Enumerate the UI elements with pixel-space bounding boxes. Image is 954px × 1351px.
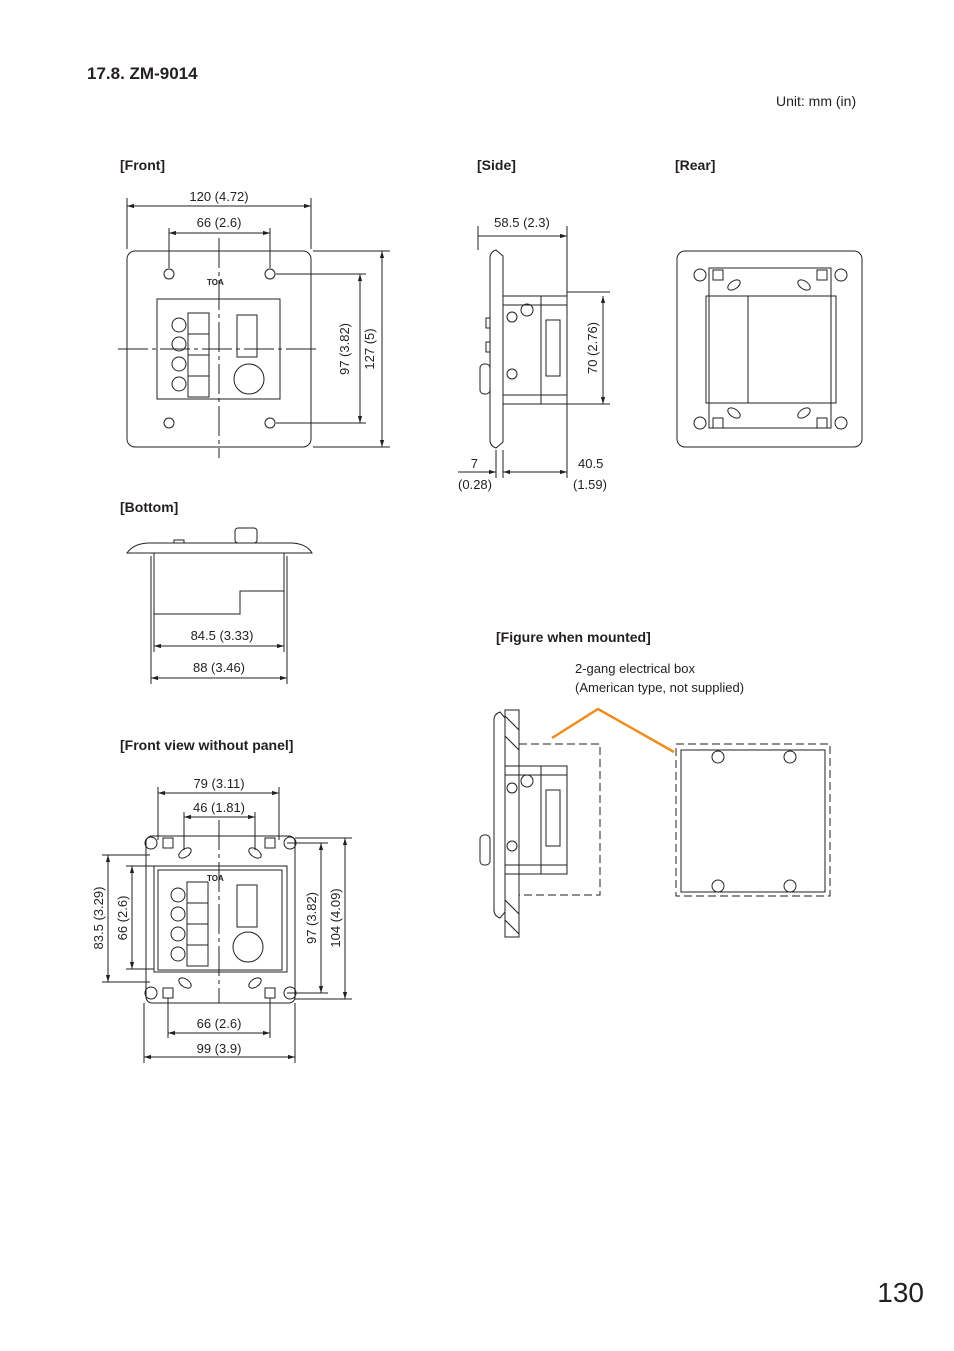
np-dip-switch <box>236 884 258 928</box>
bottom-body <box>153 552 285 615</box>
dim-np-right2: 104 (4.09) <box>328 888 343 947</box>
dim-np-bottom2: 99 (3.9) <box>197 1041 242 1056</box>
dim-front-inner-height: 97 (3.82) <box>337 323 352 375</box>
front-screw-hole <box>264 417 276 429</box>
rear-screw <box>834 416 848 430</box>
np-bracket <box>145 835 296 1004</box>
mounted-view-label: [Figure when mounted] <box>496 629 651 645</box>
front-screw-hole <box>163 417 175 429</box>
rear-screw <box>693 268 707 282</box>
front-dip-switch <box>236 314 258 358</box>
bottom-panel <box>126 542 313 554</box>
dim-side-panel-a: 7 <box>471 456 478 471</box>
dim-np-left2: 66 (2.6) <box>115 896 130 941</box>
side-screw <box>506 368 518 380</box>
rear-body <box>705 295 837 404</box>
side-knob <box>479 363 491 395</box>
rear-view-label: [Rear] <box>675 157 716 173</box>
mounted-box-side <box>519 743 601 896</box>
rear-screw <box>693 416 707 430</box>
mounted-leader-line <box>551 707 675 754</box>
unit-label: Unit: mm (in) <box>776 93 857 109</box>
dim-np-left1: 83.5 (3.29) <box>91 887 106 950</box>
np-brand: TOA <box>207 874 224 883</box>
mounted-body <box>504 765 568 875</box>
front-led <box>171 336 187 352</box>
front-screw-hole <box>163 268 175 280</box>
mounted-note-line2: (American type, not supplied) <box>575 680 744 695</box>
rear-view <box>676 250 863 448</box>
side-panel <box>489 249 504 449</box>
np-volume-knob <box>232 931 264 963</box>
dim-side-depth: 58.5 (2.3) <box>494 215 550 230</box>
side-body <box>502 295 568 405</box>
front-led <box>171 356 187 372</box>
page-number: 130 <box>877 1277 924 1308</box>
side-screw <box>506 311 518 323</box>
dim-front-width: 120 (4.72) <box>189 189 248 204</box>
rear-screw <box>834 268 848 282</box>
section-title: 17.8. ZM-9014 <box>87 64 198 83</box>
front-brand: TOA <box>207 278 224 287</box>
side-terminal <box>545 319 561 377</box>
dim-front-height: 127 (5) <box>362 328 377 369</box>
mounted-view <box>479 709 831 938</box>
bottom-knob <box>234 527 258 544</box>
np-body <box>153 865 288 973</box>
mounted-box-front <box>675 743 831 897</box>
dim-bottom-outer: 88 (3.46) <box>193 660 245 675</box>
side-connector <box>520 303 534 317</box>
front-screw-hole <box>264 268 276 280</box>
side-view <box>458 226 610 478</box>
dim-np-top2: 46 (1.81) <box>193 800 245 815</box>
side-view-label: [Side] <box>477 157 516 173</box>
mounted-wall <box>504 709 520 938</box>
mounted-panel <box>493 711 506 919</box>
front-volume-knob <box>233 363 265 395</box>
front-no-panel-label: [Front view without panel] <box>120 737 294 753</box>
np-module <box>157 869 283 971</box>
dim-side-height: 70 (2.76) <box>585 322 600 374</box>
dim-side-body-a: 40.5 <box>578 456 603 471</box>
dim-np-bottom1: 66 (2.6) <box>197 1016 242 1031</box>
dim-side-body-b: (1.59) <box>573 477 607 492</box>
front-led <box>171 317 187 333</box>
bottom-view <box>126 527 313 684</box>
front-view <box>118 198 390 458</box>
dim-np-right1: 97 (3.82) <box>304 892 319 944</box>
bottom-view-label: [Bottom] <box>120 499 179 515</box>
dim-np-top1: 79 (3.11) <box>193 776 244 791</box>
rear-panel <box>676 250 863 448</box>
front-no-panel-view <box>102 787 352 1063</box>
dim-bottom-inner: 84.5 (3.33) <box>191 628 254 643</box>
dim-front-inner-width: 66 (2.6) <box>197 215 242 230</box>
dim-side-panel-b: (0.28) <box>458 477 492 492</box>
front-view-label: [Front] <box>120 157 166 173</box>
front-led <box>171 376 187 392</box>
mounted-note-line1: 2-gang electrical box <box>575 661 695 676</box>
rear-bracket <box>708 267 832 429</box>
